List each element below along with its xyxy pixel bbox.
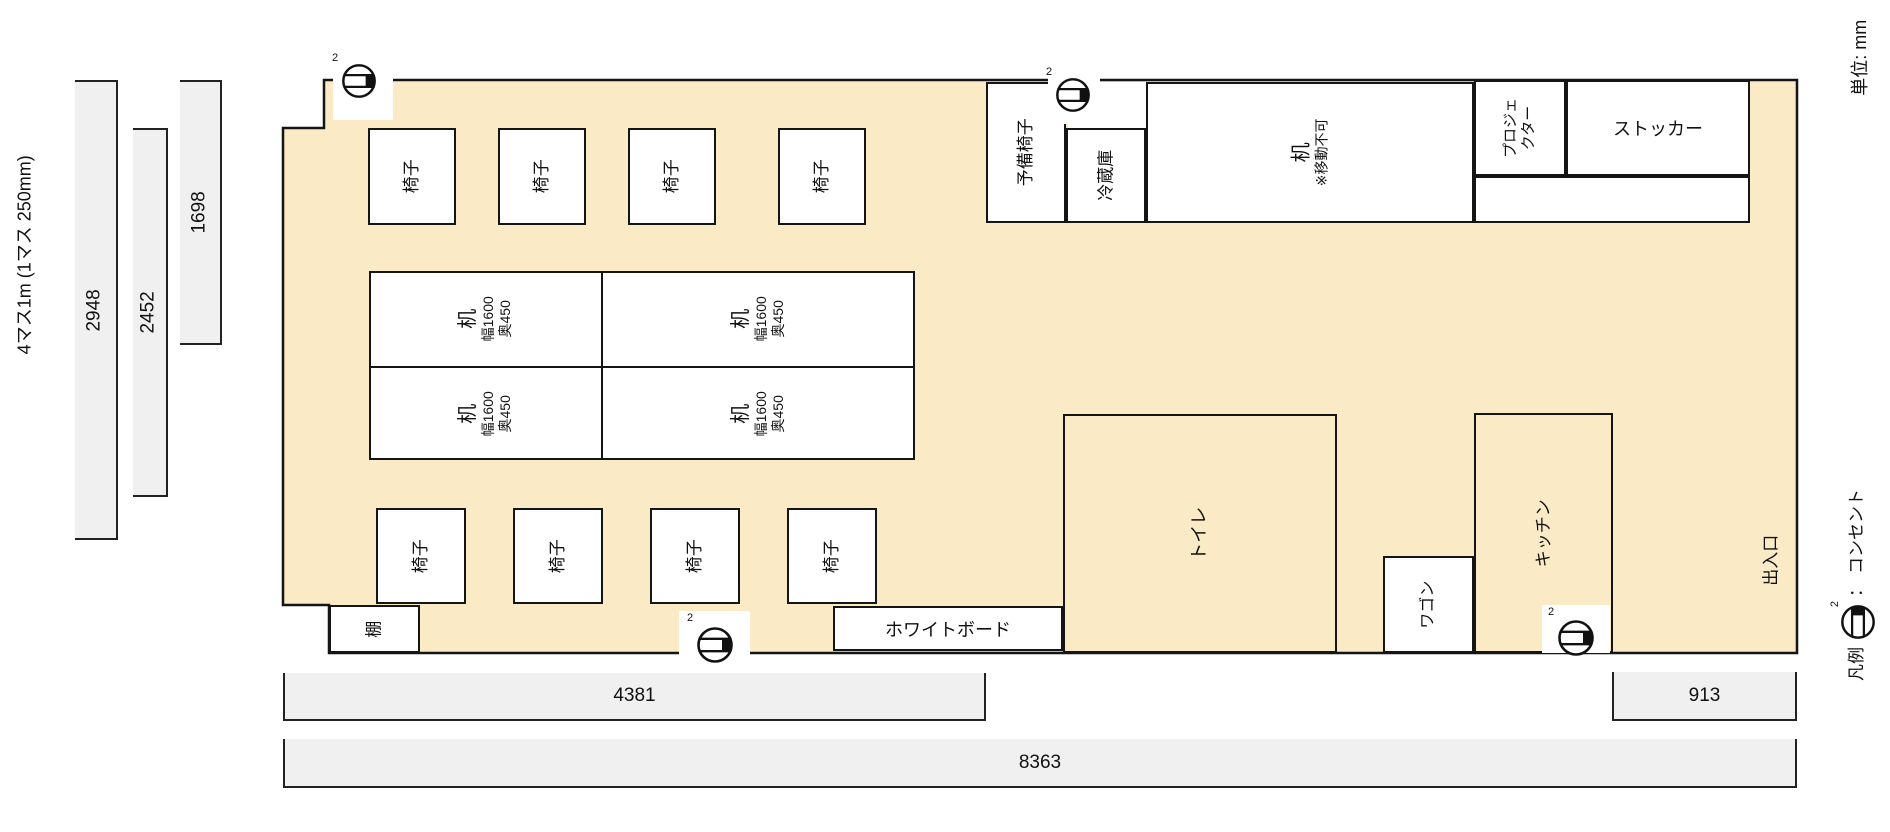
chair-top-1: 椅子: [368, 128, 456, 225]
entrance: 出入口: [1748, 505, 1794, 615]
dimension-left-outer: 2948: [75, 80, 118, 540]
dimension-left-inner: 1698: [180, 80, 222, 345]
dimension-bottom-total: 8363: [283, 739, 1797, 788]
legend-outlet-label: コンセント: [1846, 489, 1866, 574]
fridge-label: 冷蔵庫: [1095, 149, 1115, 201]
outlet-superscript: 2: [1548, 606, 1555, 618]
chair-label: 椅子: [531, 159, 551, 194]
toilet: トイレ: [1063, 414, 1337, 653]
projector: プロジェ クター: [1474, 80, 1566, 176]
desk-top-right: 机 幅1600 奥450: [601, 271, 915, 367]
unit-caption-text: 単位: mm: [1850, 19, 1871, 96]
entrance-label: 出入口: [1760, 534, 1780, 586]
chair-bottom-3: 椅子: [650, 508, 740, 604]
dimension-left-inner-value: 1698: [188, 191, 210, 234]
chair-label: 椅子: [821, 538, 841, 573]
stocker-label: ストッカー: [1613, 119, 1703, 139]
desk-bottom-right: 机 幅1600 奥450: [601, 367, 915, 460]
spare-chair-label: 予備椅子: [1015, 118, 1035, 187]
wagon-label: ワゴン: [1419, 580, 1437, 629]
dimension-bottom-right: 913: [1612, 672, 1797, 721]
dimension-left-outer-value: 2948: [84, 288, 106, 332]
chair-top-2: 椅子: [498, 128, 586, 225]
desk-grid-vertical-divider: [601, 271, 603, 460]
desk-grid: [369, 271, 915, 460]
stocker-lower-shelf: [1474, 176, 1750, 223]
desk-spec-width: 幅1600: [753, 390, 770, 437]
dimension-left-middle: 2452: [133, 128, 168, 497]
desk-label: 机: [457, 309, 480, 329]
legend-title: 凡例: [1846, 647, 1866, 681]
desk-spec-depth: 奥450: [497, 300, 513, 338]
chair-label: 椅子: [811, 159, 831, 194]
projector-label-line2: クター: [1519, 105, 1537, 151]
dimension-bottom-left: 4381: [283, 673, 986, 721]
kitchen-label: キッチン: [1533, 498, 1553, 567]
fixed-desk-label: 机: [1290, 142, 1313, 163]
desk-top-left: 机 幅1600 奥450: [369, 271, 601, 367]
chair-label: 椅子: [684, 538, 704, 573]
legend-separator: ：: [1846, 580, 1866, 597]
chair-label: 椅子: [410, 538, 430, 573]
grid-scale-caption: 4マス1m (1マス 250mm): [2, 30, 50, 480]
desk-spec-width: 幅1600: [753, 296, 770, 342]
desk-spec-depth: 奥450: [497, 394, 513, 433]
dimension-bottom-total-value: 8363: [1018, 751, 1062, 773]
unit-caption: 単位: mm: [1836, 0, 1886, 115]
fixed-desk: 机 ※移動不可: [1146, 82, 1474, 223]
projector-label-line1: プロジェ: [1501, 97, 1519, 159]
chair-label: 椅子: [401, 159, 421, 194]
legend-outlet-symbol: 2: [1829, 601, 1875, 641]
outlet-top-left: 2: [332, 52, 380, 104]
desk-label: 机: [730, 309, 753, 329]
outlet-superscript: 2: [1046, 66, 1053, 78]
outlet-superscript: 2: [1829, 601, 1841, 608]
chair-label: 椅子: [547, 538, 567, 573]
dimension-left-middle-value: 2452: [138, 291, 160, 334]
desk-grid-horizontal-divider: [369, 366, 915, 368]
chair-bottom-1: 椅子: [376, 508, 466, 604]
shelf: 棚: [329, 605, 420, 653]
desk-label: 机: [730, 403, 753, 424]
dimension-bottom-right-value: 913: [1688, 684, 1721, 706]
chair-bottom-2: 椅子: [513, 508, 603, 604]
outlet-kitchen: 2: [1548, 606, 1596, 658]
outlet-icon: [697, 627, 733, 663]
desk-label: 机: [457, 403, 480, 424]
grid-scale-caption-text: 4マス1m (1マス 250mm): [15, 155, 36, 355]
chair-bottom-4: 椅子: [787, 508, 877, 604]
outlet-superscript: 2: [332, 52, 339, 64]
desk-bottom-left: 机 幅1600 奥450: [369, 367, 601, 460]
desk-spec-depth: 奥450: [770, 300, 786, 338]
dimension-bottom-left-value: 4381: [613, 685, 656, 706]
desk-spec-depth: 奥450: [770, 394, 786, 433]
legend: 凡例 2 ： コンセント: [1822, 430, 1886, 740]
fridge: 冷蔵庫: [1066, 128, 1146, 223]
toilet-label: トイレ: [1189, 506, 1210, 561]
desk-spec-width: 幅1600: [480, 390, 497, 437]
outlet-icon: [1841, 605, 1875, 639]
chair-top-4: 椅子: [778, 128, 866, 225]
chair-top-3: 椅子: [628, 128, 716, 225]
outlet-top-middle: 2: [1046, 66, 1094, 118]
desk-spec-width: 幅1600: [480, 296, 497, 342]
wagon: ワゴン: [1383, 556, 1474, 653]
outlet-icon: [342, 64, 376, 98]
shelf-label: 棚: [364, 620, 384, 638]
outlet-superscript: 2: [687, 612, 694, 624]
chair-label: 椅子: [661, 159, 681, 194]
stocker: ストッカー: [1566, 80, 1750, 176]
outlet-bottom-center: 2: [687, 612, 735, 664]
whiteboard: ホワイトボード: [833, 606, 1063, 651]
outlet-icon: [1056, 78, 1090, 112]
whiteboard-label: ホワイトボード: [885, 619, 1011, 640]
fixed-desk-note: ※移動不可: [1313, 118, 1330, 187]
outlet-icon: [1558, 620, 1594, 656]
